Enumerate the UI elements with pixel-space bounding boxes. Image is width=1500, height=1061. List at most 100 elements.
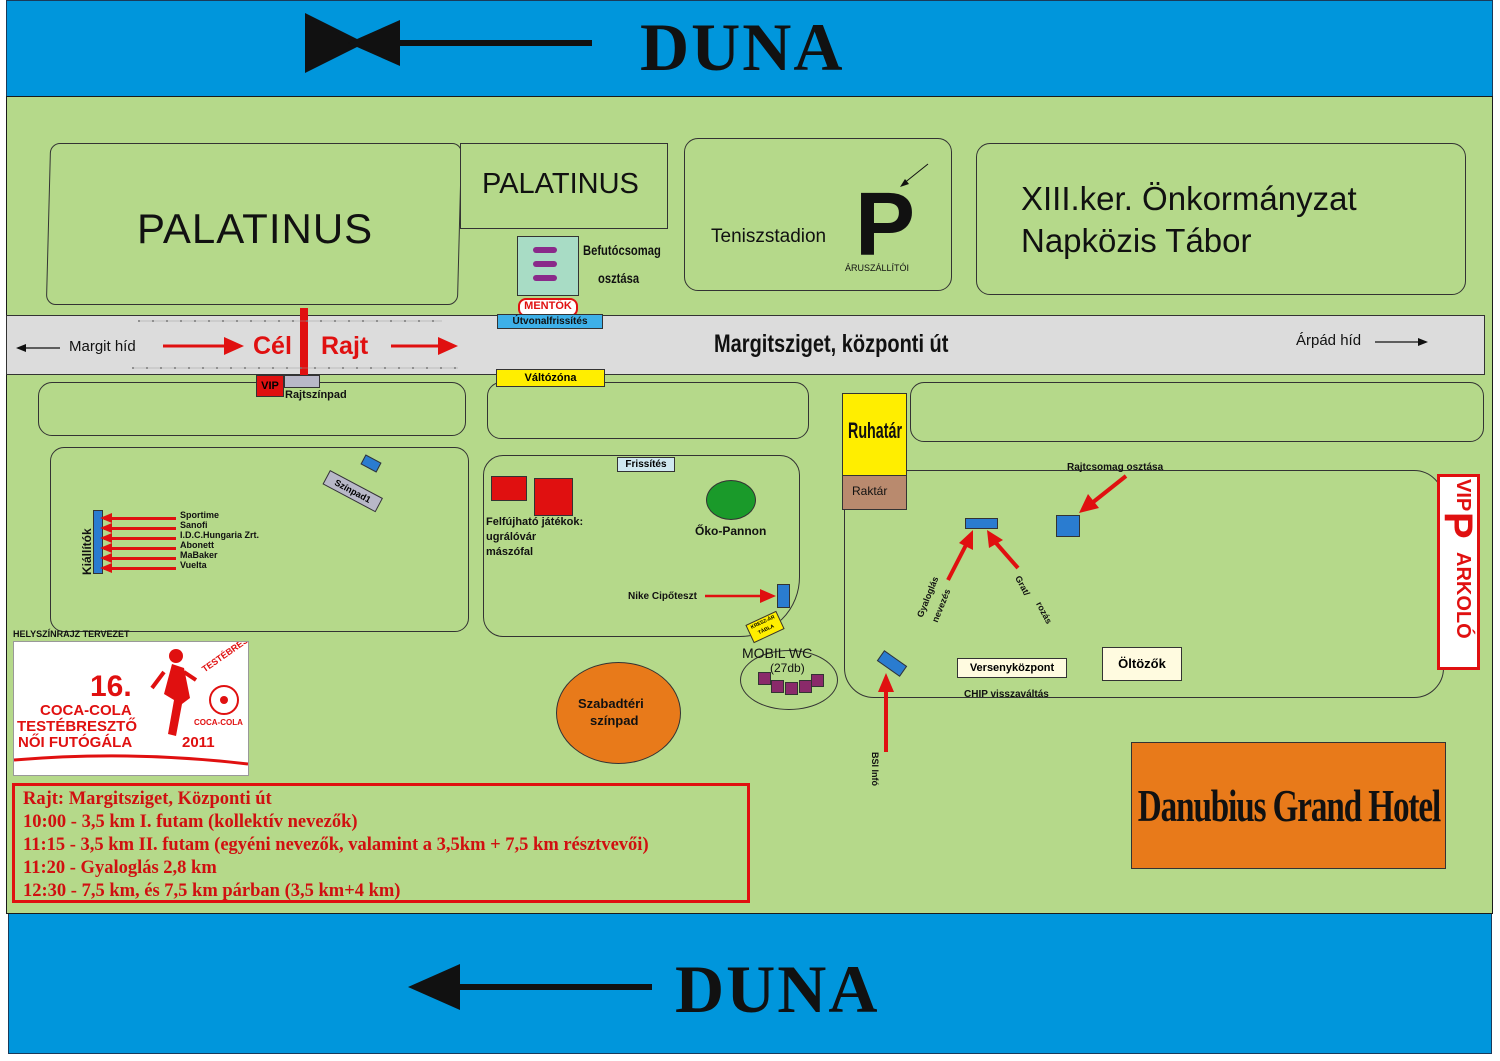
wc-cabin <box>758 672 771 685</box>
river-bottom <box>8 912 1492 1054</box>
exhibitor-name: Vuelta <box>180 560 207 570</box>
befuto-icon <box>533 275 557 281</box>
utvonal-tag: Útvonalfrissítés <box>497 314 603 329</box>
block-lower-1 <box>38 382 466 436</box>
gyaloglas-arrowhead <box>959 530 973 550</box>
versenykozpont-tag: Versenyközpont <box>957 658 1067 678</box>
schedule-line: Rajt: Margitsziget, Központi út <box>23 789 272 809</box>
rajtcsomag-arrowhead <box>1079 494 1099 513</box>
runner-figure <box>14 649 248 766</box>
margit-arrowhead <box>16 344 26 352</box>
label-margit-hid: Margit híd <box>69 338 136 355</box>
exhibitor-name: MaBaker <box>180 550 218 560</box>
label-rajt: Rajt <box>321 332 369 360</box>
gratulalas-arrow <box>994 541 1020 570</box>
exhibitor-name: Sportime <box>180 510 220 520</box>
parking-arrow <box>902 163 929 185</box>
arpad-arrowhead <box>1418 338 1428 346</box>
exhibitor-name: Sanofi <box>180 520 208 530</box>
label-palatinus-big: PALATINUS <box>137 205 374 252</box>
label-onkormanyzat-1: XIII.ker. Önkormányzat <box>1021 180 1357 217</box>
gratulalas-arrowhead <box>987 530 1003 548</box>
wc-cabin <box>771 680 784 693</box>
logo-number: 16. <box>90 670 132 703</box>
exhibitor-arrowhead <box>100 533 112 543</box>
river-label-bottom: DUNA <box>675 951 880 1027</box>
red-arrowhead-1 <box>224 337 244 355</box>
label-raktar: Raktár <box>852 484 888 498</box>
logo-line1: COCA-COLA <box>40 702 132 719</box>
exhibitor-arrow <box>104 517 176 520</box>
label-arpad-hid: Árpád híd <box>1296 332 1362 349</box>
logo-line3: NŐI FUTÓGÁLA <box>18 734 133 751</box>
exhibitor-arrowhead <box>100 543 112 553</box>
block-teniszstadion <box>684 138 952 291</box>
schedule-line: 12:30 - 7,5 km, és 7,5 km párban (3,5 km… <box>23 881 401 901</box>
vip-tag: VIP <box>256 375 284 397</box>
exhibitor-arrow <box>104 547 176 550</box>
bsi-arrowhead <box>878 673 894 692</box>
inflatable-2 <box>534 478 573 516</box>
label-mobil-wc: MOBIL WC <box>742 645 813 661</box>
central-road <box>6 315 1485 375</box>
event-logo: 16. COCA-COLA TESTÉBRESZTŐ NŐI FUTÓGÁLA … <box>13 641 249 776</box>
danubius-grand-hotel: Danubius Grand Hotel <box>1131 742 1446 869</box>
rajtszinpad-stage <box>284 375 320 388</box>
inflatable-1 <box>491 476 527 501</box>
label-chip: CHIP visszaváltás <box>964 689 1049 700</box>
label-helyszinrajz: HELYSZÍNRAJZ TERVEZET <box>13 629 130 639</box>
block-palatinus-small <box>460 143 668 229</box>
nike-booth <box>777 584 790 608</box>
label-felfujhato-2: ugrálóvár <box>486 531 537 543</box>
exhibitor-arrowhead <box>100 563 112 573</box>
exhibitor-arrow <box>104 567 176 570</box>
label-cel: Cél <box>253 332 292 360</box>
exhibitor-name: Abonett <box>180 540 214 550</box>
logo-brand: COCA-COLA <box>194 718 243 727</box>
red-arrowhead-2 <box>438 337 458 355</box>
vip-parkolo-sign <box>1437 474 1480 670</box>
label-szabadteri-2: színpad <box>590 713 639 728</box>
exhibitor-arrow <box>104 527 176 530</box>
parking-letter: P <box>855 175 916 275</box>
start-finish-gate <box>300 308 308 376</box>
exhibitor-arrow <box>104 537 176 540</box>
befuto-icon <box>533 261 557 267</box>
schedule-line: 11:15 - 3,5 km II. futam (egyéni nevezők… <box>23 835 649 855</box>
river-top <box>6 0 1493 98</box>
label-oko-pannon: Őko-Pannon <box>695 524 767 538</box>
exhibitor-name: I.D.C.Hungaria Zrt. <box>180 530 260 540</box>
block-onkormanyzat <box>976 143 1466 295</box>
valtozona-tag: Váltózóna <box>496 369 605 387</box>
szabadteri-szinpad <box>556 662 681 764</box>
nike-arrowhead <box>760 589 776 603</box>
schedule-line: 10:00 - 3,5 km I. futam (kollektív nevez… <box>23 812 358 832</box>
label-wc-count: (27db) <box>770 661 805 675</box>
schedule-line: 11:20 - Gyaloglás 2,8 km <box>23 858 217 878</box>
label-felfujhato-1: Felfújható játékok: <box>486 516 584 528</box>
label-nike: Nike Cipőteszt <box>628 591 697 602</box>
label-palatinus-small: PALATINUS <box>482 168 639 200</box>
label-befuto-1: Befutócsomag <box>583 242 661 258</box>
frissites-tag: Frissítés <box>617 457 675 472</box>
block-lower-2 <box>487 382 809 439</box>
label-hotel: Danubius Grand Hotel <box>1137 780 1440 831</box>
exhibitor-arrowhead <box>100 513 112 523</box>
gyaloglas-arrow <box>946 544 968 581</box>
river-arrowhead-top <box>348 20 400 66</box>
label-road-name: Margitsziget, központi út <box>714 330 949 358</box>
oltozok-tag: Öltözők <box>1102 647 1182 681</box>
logo-line2: TESTÉBRESZTŐ <box>17 718 138 735</box>
oko-pannon-circle <box>706 480 756 520</box>
exhibitor-arrowhead <box>100 553 112 563</box>
rajtcsomag-booth <box>1056 515 1080 537</box>
label-felfujhato-3: mászófal <box>486 546 534 558</box>
label-rajtcsomag: Rajtcsomag osztása <box>1067 462 1164 473</box>
exhibitor-arrowhead <box>100 523 112 533</box>
river-arrowhead-bottom <box>408 964 460 1010</box>
wc-cabin <box>785 682 798 695</box>
parking-sub: ÁRUSZÁLLÍTÓI <box>845 263 910 273</box>
label-teniszstadion: Teniszstadion <box>711 226 827 247</box>
label-szabadteri-1: Szabadtéri <box>578 696 644 711</box>
